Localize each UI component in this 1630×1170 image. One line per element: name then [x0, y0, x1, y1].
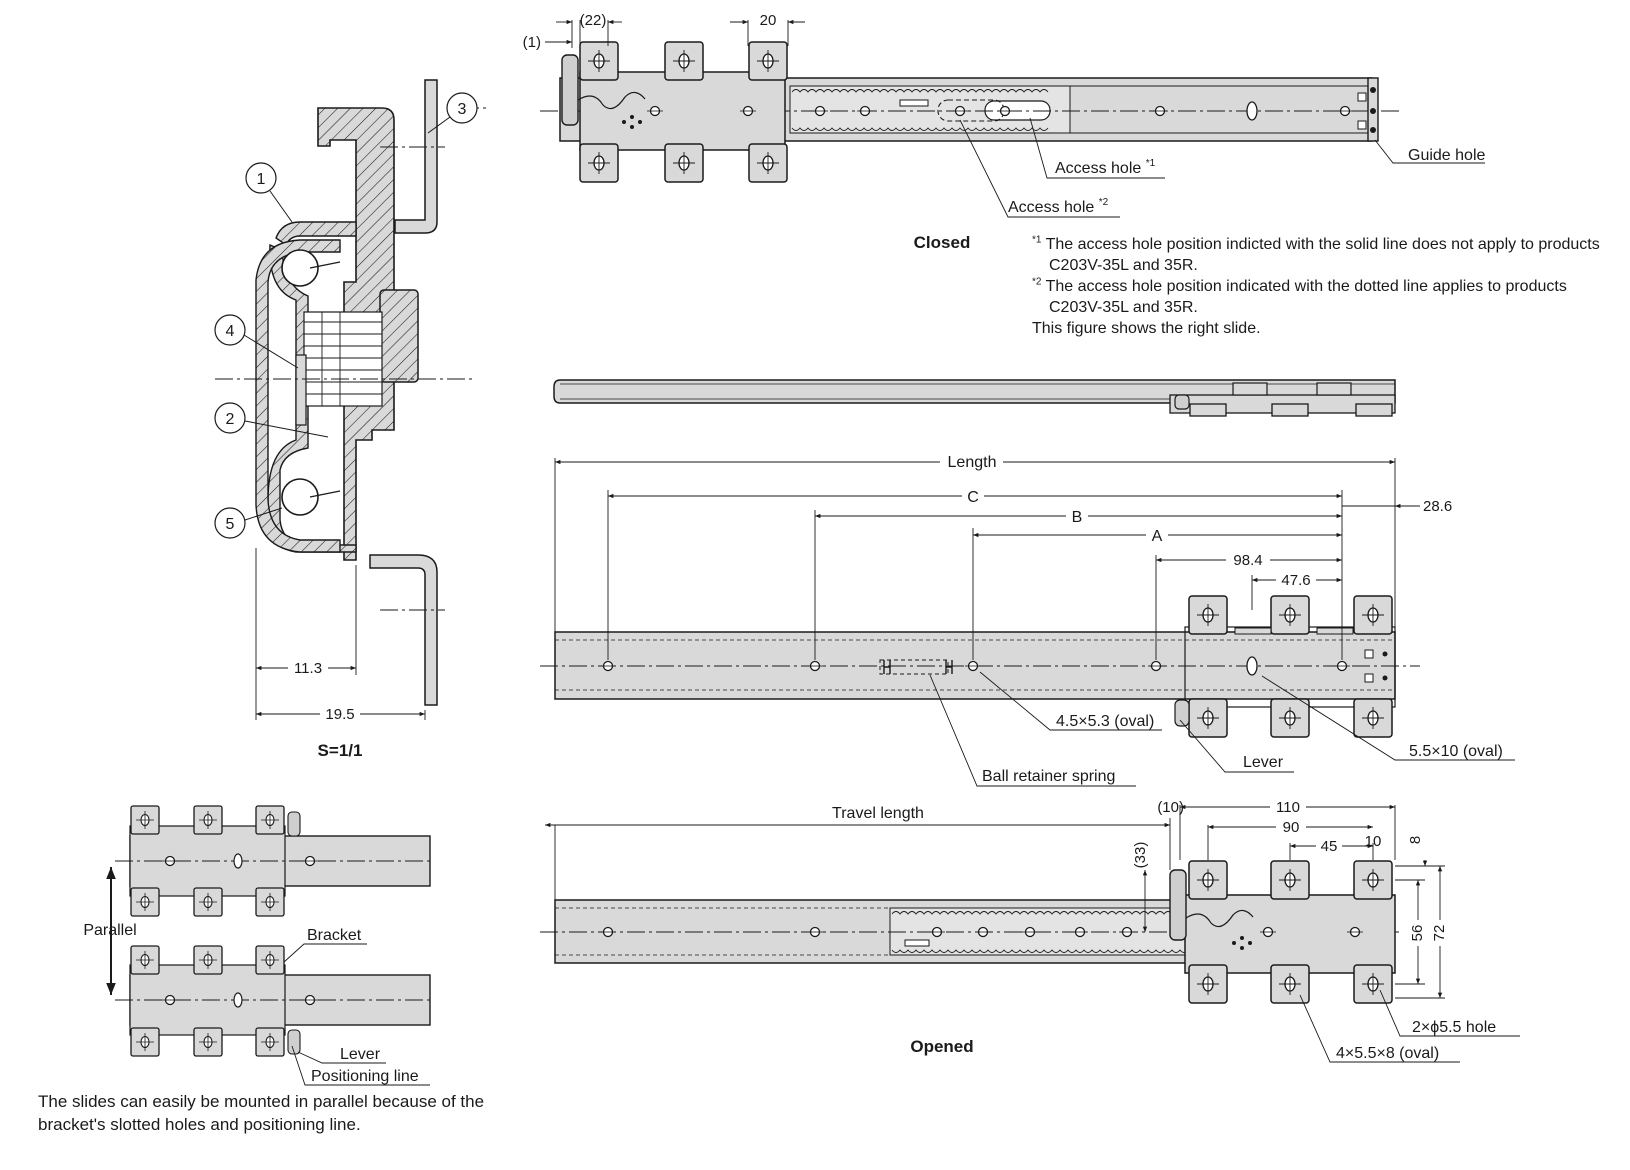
dim-47-6: 47.6 — [1281, 572, 1310, 589]
lever-label-length: Lever — [1243, 754, 1284, 771]
closed-lever — [561, 54, 579, 126]
length-tab — [1353, 698, 1393, 738]
parallel-view: Parallel Bracket Lever Positioning line — [83, 805, 431, 1086]
access-hole-1-label: Access hole *1 — [1055, 158, 1156, 177]
oval-large-label: 5.5×10 (oval) — [1409, 743, 1503, 760]
closed-view: (22) 20 (1) Access hole *1 Access hole *… — [523, 12, 1486, 252]
opened-tab — [1353, 964, 1393, 1004]
thread-lines — [304, 312, 382, 406]
opened-lever — [1169, 869, 1187, 941]
bracket-label: Bracket — [307, 927, 362, 944]
dim-10b: 10 — [1365, 833, 1382, 850]
parallel-label: Parallel — [83, 922, 136, 939]
dim-b: B — [1072, 509, 1083, 526]
opened-view: Travel length 110 90 45 10 (10) 8 (33) — [540, 798, 1520, 1063]
oval-small-label: 4.5×5.3 (oval) — [1056, 713, 1154, 730]
dim-a: A — [1152, 528, 1163, 545]
closed-dim-20: 20 — [760, 12, 777, 29]
svg-text:2: 2 — [226, 411, 235, 428]
length-tab — [1188, 595, 1228, 635]
dim-33: (33) — [1132, 842, 1149, 869]
length-view: Length C B A 98.4 47.6 28.6 4.5×5.3 (ova… — [540, 454, 1515, 787]
section-view: 3 1 4 2 5 11.3 19.5 — [214, 79, 486, 760]
notes-block: *1 The access hole position indicted wit… — [1032, 234, 1622, 339]
parallel-caption: The slides can easily be mounted in para… — [38, 1092, 485, 1134]
opened-intermediate-rail — [889, 907, 1211, 956]
opened-tab — [1353, 860, 1393, 900]
hole-2x-label: 2×ϕ5.5 hole — [1412, 1019, 1496, 1036]
callout-3: 3 — [427, 92, 478, 134]
dim-11-3: 11.3 — [294, 660, 322, 677]
dim-90: 90 — [1283, 819, 1300, 836]
dim-28-6: 28.6 — [1423, 498, 1452, 515]
note-2: *2 The access hole position indicated wi… — [1032, 276, 1567, 316]
cabinet-flange-lower — [369, 554, 438, 706]
inner-member — [255, 239, 341, 553]
dim-56: 56 — [1409, 925, 1426, 942]
screw-head — [295, 354, 307, 426]
ball-retainer-label: Ball retainer spring — [982, 768, 1115, 785]
callout-2: 2 — [214, 402, 329, 438]
ball-bearing-bottom — [281, 478, 319, 516]
ball-row-top — [791, 89, 1049, 131]
closed-tab — [664, 143, 704, 183]
closed-dim-22: (22) — [580, 12, 607, 29]
note-1: *1 The access hole position indicted wit… — [1032, 234, 1600, 274]
dim-98-4: 98.4 — [1233, 552, 1262, 569]
note-3: This figure shows the right slide. — [1032, 320, 1261, 337]
callout-5: 5 — [214, 507, 283, 539]
screw-thread — [303, 311, 383, 407]
access-hole-dotted — [937, 99, 1005, 122]
opened-tab — [1270, 964, 1310, 1004]
dim-19-5: 19.5 — [325, 706, 354, 723]
closed-tab — [748, 143, 788, 183]
dim-45: 45 — [1321, 838, 1338, 855]
opened-tab — [1270, 860, 1310, 900]
travel-length-label: Travel length — [832, 805, 924, 822]
dim-c: C — [967, 489, 979, 506]
section-centerlines — [215, 146, 475, 611]
callout-1: 1 — [245, 162, 293, 223]
closed-title: Closed — [914, 233, 971, 252]
drawer-block — [379, 289, 419, 383]
length-tab — [1353, 595, 1393, 635]
length-tab — [1270, 595, 1310, 635]
access-hole-2-label: Access hole *2 — [1008, 197, 1109, 216]
closed-dim-1: (1) — [523, 34, 541, 51]
length-tab — [1188, 698, 1228, 738]
closed-tab — [579, 41, 619, 81]
length-label: Length — [948, 454, 997, 471]
access-hole-solid — [984, 100, 1051, 121]
dim-72: 72 — [1431, 925, 1448, 942]
opened-tab — [1188, 964, 1228, 1004]
lever-label-parallel: Lever — [340, 1046, 381, 1063]
cabinet-flange — [394, 79, 438, 234]
dim-110: 110 — [1276, 799, 1300, 816]
svg-text:5: 5 — [226, 516, 235, 533]
opened-bracket-plate — [1184, 894, 1396, 974]
svg-text:4: 4 — [226, 323, 235, 340]
opened-tab — [1188, 860, 1228, 900]
svg-text:1: 1 — [257, 171, 266, 188]
svg-text:3: 3 — [458, 101, 467, 118]
scale-label: S=1/1 — [318, 741, 363, 760]
ball-bearing-top — [281, 249, 319, 287]
closed-tab — [664, 41, 704, 81]
callout-4: 4 — [214, 314, 299, 369]
guide-hole-label: Guide hole — [1408, 147, 1485, 164]
closed-tab — [579, 143, 619, 183]
hole-4x-label: 4×5.5×8 (oval) — [1336, 1045, 1439, 1062]
edge-view — [553, 379, 1396, 417]
length-tab — [1270, 698, 1310, 738]
positioning-line-label: Positioning line — [311, 1068, 419, 1085]
opened-title: Opened — [910, 1037, 973, 1056]
closed-tab — [748, 41, 788, 81]
dim-10a: (10) — [1157, 799, 1184, 816]
dim-8: 8 — [1407, 836, 1424, 844]
